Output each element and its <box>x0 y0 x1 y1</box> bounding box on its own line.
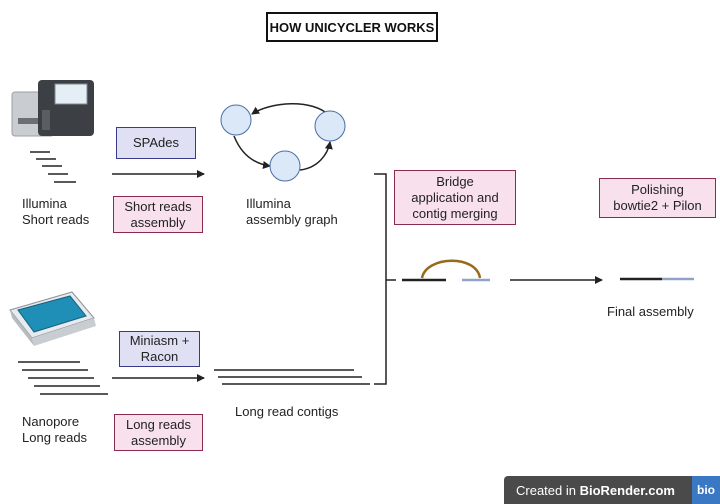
illumina-assembly-graph-label: Illumina assembly graph <box>246 196 338 227</box>
short-reads-assembly-box: Short reads assembly <box>113 196 203 233</box>
bridge-merging-box: Bridge application and contig merging <box>394 170 516 225</box>
bridged-contigs <box>402 259 490 282</box>
long-reads-fragments <box>18 361 108 395</box>
illumina-sequencer-icon <box>11 80 94 137</box>
long-read-contigs-label: Long read contigs <box>235 404 339 419</box>
long-reads-assembly-box: Long reads assembly <box>114 414 203 451</box>
nanopore-device-icon <box>9 291 96 346</box>
illumina-assembly-graph <box>220 103 346 182</box>
diagram-title: HOW UNICYCLER WORKS <box>266 12 438 42</box>
nanopore-long-reads-label: Nanopore Long reads <box>22 414 88 445</box>
polishing-box: Polishing bowtie2 + Pilon <box>599 178 716 218</box>
biorender-badge[interactable]: Created in BioRender.com bio <box>504 476 720 504</box>
illumina-short-reads-label: Illumina Short reads <box>22 196 90 227</box>
final-assembly-label: Final assembly <box>607 304 694 319</box>
short-reads-fragments <box>30 151 76 183</box>
spades-tool-box: SPAdes <box>116 127 196 159</box>
biorender-badge-text: Created in BioRender.com <box>516 482 675 498</box>
merge-bracket <box>374 173 396 385</box>
miniasm-racon-tool-box: Miniasm + Racon <box>119 331 200 367</box>
long-read-contigs-lines <box>214 369 370 385</box>
biorender-logo-icon: bio <box>692 476 720 504</box>
